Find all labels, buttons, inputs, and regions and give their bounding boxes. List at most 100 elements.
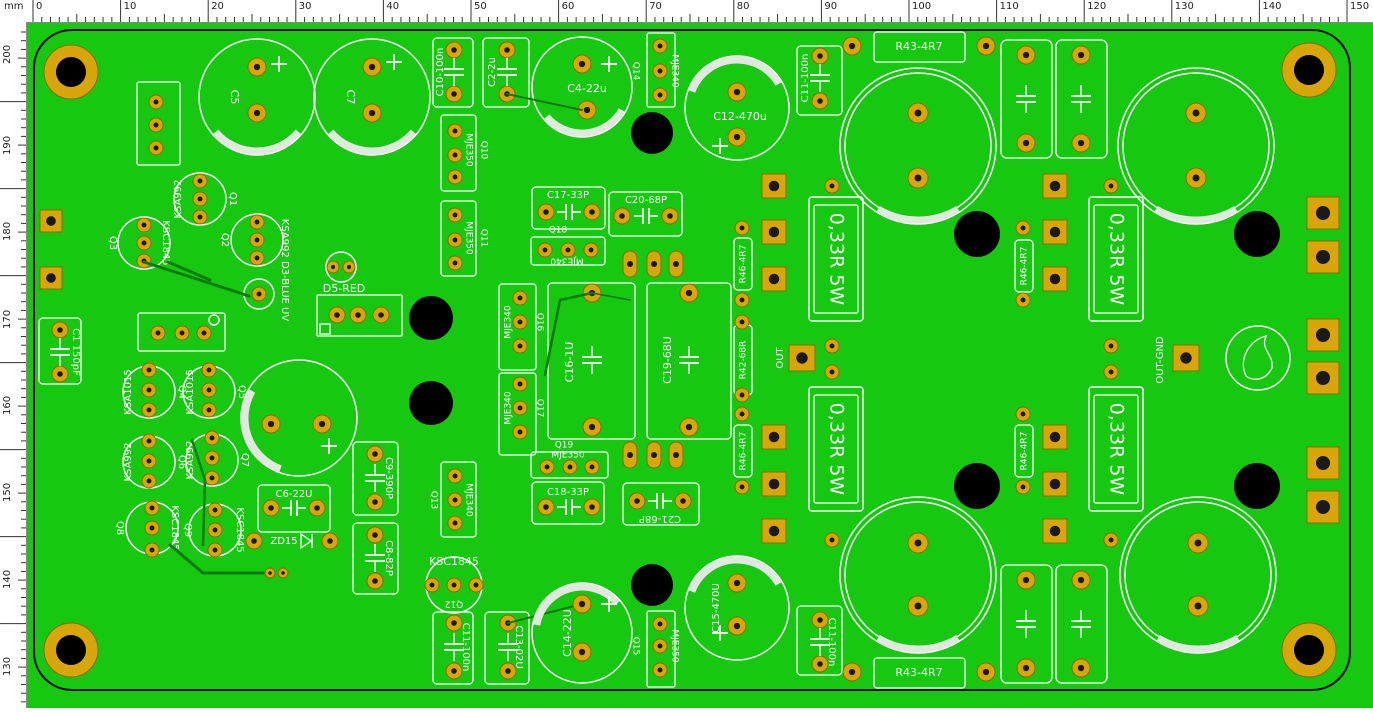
drill-hole xyxy=(739,411,745,417)
drill-hole xyxy=(452,520,458,526)
mounting-drill xyxy=(1294,55,1324,85)
drill-hole xyxy=(1020,411,1026,417)
zener-symbol xyxy=(300,532,313,550)
drill-hole xyxy=(1192,174,1200,182)
drill-hole xyxy=(657,92,663,98)
silk-label: MJE340 xyxy=(504,305,514,339)
drill-hole xyxy=(149,525,155,531)
resistor-033-c-body xyxy=(813,394,859,504)
drill-hole xyxy=(733,133,741,141)
drill-hole xyxy=(368,63,376,71)
ruler-top-tick: 100 xyxy=(912,1,932,12)
resistor-r46-d xyxy=(1014,424,1034,478)
drill-hole xyxy=(197,178,203,184)
silk-label: Q14 xyxy=(631,62,641,81)
silk-label: MJE350 xyxy=(464,221,474,255)
silk-label: MJE350 xyxy=(551,451,585,461)
silk-label: MJE340 xyxy=(464,483,474,517)
drill-hole xyxy=(634,498,640,504)
drill-hole xyxy=(578,648,586,656)
drill-hole xyxy=(543,504,549,510)
silk-label: C15-470U xyxy=(711,583,722,633)
drill-hole xyxy=(589,209,595,215)
drill-hole xyxy=(848,42,856,50)
capacitor-c4 xyxy=(531,36,633,138)
resistor-label: 0,33R 5W xyxy=(1106,213,1128,306)
ruler-unit-label: mm xyxy=(4,1,24,12)
drill-hole xyxy=(281,571,285,575)
trace xyxy=(507,603,583,624)
capacitor-c8-outline xyxy=(352,522,399,595)
silk-label: R46-4R7 xyxy=(739,432,749,471)
drill-hole xyxy=(197,196,203,202)
drill-hole xyxy=(1049,226,1061,238)
drill-hole xyxy=(212,547,218,553)
drill-hole xyxy=(1315,499,1331,515)
drill-hole xyxy=(578,60,586,68)
drill-hole xyxy=(627,452,633,458)
drill-hole xyxy=(768,525,780,537)
drill-hole xyxy=(1022,576,1030,584)
drill-hole xyxy=(372,451,378,457)
silk-label: Q18 xyxy=(549,226,568,236)
drill-hole xyxy=(1108,183,1114,189)
ruler-top-tick: 60 xyxy=(561,1,575,12)
silk-label: C17-33P xyxy=(547,190,589,201)
drill-hole xyxy=(268,571,272,575)
resistor-r46-b xyxy=(733,424,753,478)
drill-hole xyxy=(209,455,215,461)
drill-hole xyxy=(829,537,835,543)
drill-hole xyxy=(627,261,633,267)
output-terminal xyxy=(1306,490,1340,524)
silk-label: C11-100n xyxy=(800,54,811,103)
drill-hole xyxy=(1049,273,1061,285)
drill-hole xyxy=(651,452,657,458)
capacitor-polarity-band xyxy=(544,108,625,137)
c7-label: C7 xyxy=(344,90,357,105)
resistor-r43-bottom xyxy=(873,657,966,689)
silk-label: Q2 xyxy=(219,233,230,247)
drill-hole xyxy=(673,452,679,458)
resistor-r46-a xyxy=(733,237,753,291)
drill-hole xyxy=(1077,664,1085,672)
drill-hole xyxy=(1077,576,1085,584)
drill-hole xyxy=(543,209,549,215)
drill-hole xyxy=(251,538,257,544)
drill-hole xyxy=(179,330,185,336)
drill-hole xyxy=(565,247,571,253)
capacitor-c9-outline xyxy=(352,441,399,516)
film-cap-2 xyxy=(1055,39,1108,159)
drill-hole xyxy=(452,174,458,180)
drill-hole xyxy=(817,617,823,623)
drill-hole xyxy=(334,312,340,318)
drill-hole xyxy=(146,458,152,464)
led-d5 xyxy=(325,251,357,283)
drill-hole xyxy=(739,297,745,303)
silk-label: D5-RED xyxy=(323,282,366,295)
drill-hole xyxy=(46,216,56,226)
mounting-hole xyxy=(954,211,1000,257)
drill-hole xyxy=(1315,249,1331,265)
drill-hole xyxy=(578,600,586,608)
drill-hole xyxy=(209,475,215,481)
drill-hole xyxy=(1108,343,1114,349)
mounting-hole xyxy=(954,463,1000,509)
silk-label: Q16 xyxy=(535,313,545,332)
silk-label: KSA1015 xyxy=(123,369,134,414)
drill-hole xyxy=(914,174,922,182)
silk-label: R43-4R7 xyxy=(895,40,942,53)
drill-hole xyxy=(141,240,147,246)
silk-label: MJE340 xyxy=(670,54,680,88)
drill-hole xyxy=(1049,478,1061,490)
drill-hole xyxy=(583,106,591,114)
capacitor-polarity-band xyxy=(688,556,782,593)
drill-hole xyxy=(1022,139,1030,147)
ruler-top-tick: 110 xyxy=(999,1,1019,12)
c5-label: C5 xyxy=(228,90,241,105)
drill-hole xyxy=(680,498,686,504)
drill-hole xyxy=(1049,525,1061,537)
resistor-r46-c xyxy=(1014,239,1034,293)
ruler-top-tick: 90 xyxy=(824,1,838,12)
